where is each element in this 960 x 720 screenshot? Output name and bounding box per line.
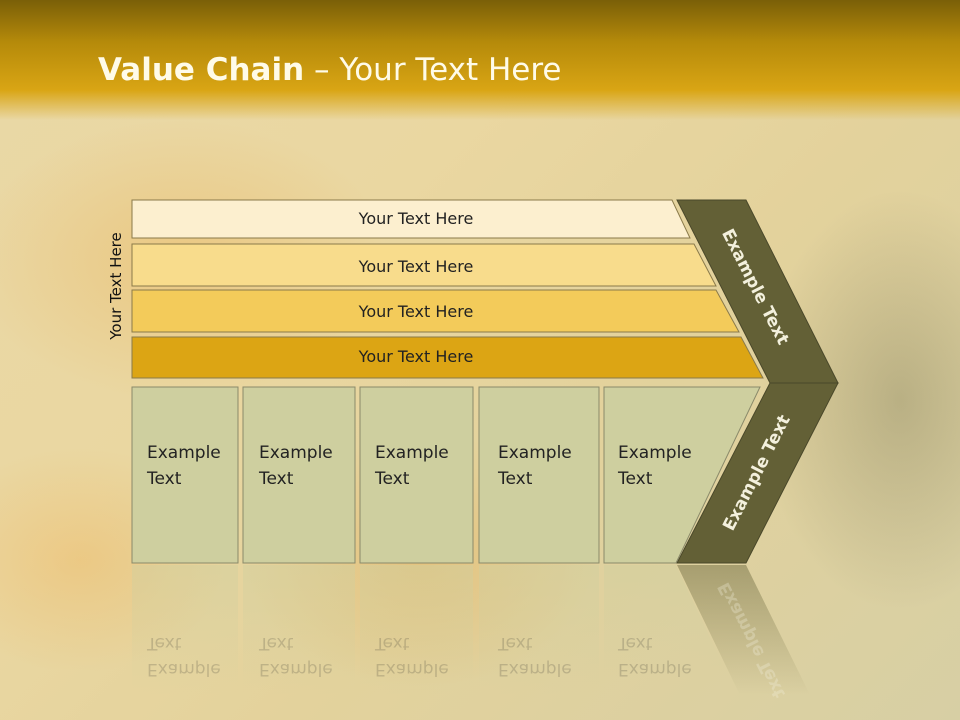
column-2-text-reflection: Example Text: [259, 630, 333, 682]
bar-3-label: Your Text Here: [358, 302, 474, 321]
column-3-line2: Text: [375, 469, 410, 489]
bar-2: [131, 243, 717, 287]
column-2-refl-line2: Text: [259, 633, 294, 653]
column-5-reflection: [604, 565, 730, 680]
column-1-text-reflection: Example Text: [147, 630, 221, 682]
title-bold: Value Chain: [98, 52, 305, 88]
column-3-line1: Example: [375, 443, 449, 463]
column-2: [242, 386, 356, 564]
column-2-line2: Text: [259, 469, 294, 489]
column-1: [131, 386, 239, 564]
bar-1-label: Your Text Here: [358, 209, 474, 228]
column-5-refl-line1: Example: [618, 659, 692, 679]
column-1-reflection: [132, 565, 238, 695]
bar-4-label: Your Text Here: [358, 347, 474, 366]
bar-1: [131, 199, 691, 239]
column-5-line2: Text: [618, 469, 653, 489]
column-3: [359, 386, 474, 564]
column-1-refl-line2: Text: [147, 633, 182, 653]
chevron-lower: [676, 382, 839, 564]
bar-2-label: Your Text Here: [358, 257, 474, 276]
column-3-refl-line2: Text: [375, 633, 410, 653]
column-4-refl-line2: Text: [498, 633, 533, 653]
header-band: [0, 0, 960, 120]
title-rest: – Your Text Here: [304, 52, 562, 88]
column-5: [603, 386, 761, 564]
column-3-reflection: [360, 565, 473, 695]
column-4-line1: Example: [498, 443, 572, 463]
column-5-line1: Example: [618, 443, 692, 463]
column-1-line1: Example: [147, 443, 221, 463]
bar-4: [131, 336, 764, 379]
column-5-text-reflection: Example Text: [618, 630, 692, 682]
page-title: Value Chain – Your Text Here: [98, 52, 561, 88]
column-2-refl-line1: Example: [259, 659, 333, 679]
column-2-line1: Example: [259, 443, 333, 463]
column-4-refl-line1: Example: [498, 659, 572, 679]
column-4-text-reflection: Example Text: [498, 630, 572, 682]
column-4-reflection: [479, 565, 599, 695]
column-1-refl-line1: Example: [147, 659, 221, 679]
column-3-refl-line1: Example: [375, 659, 449, 679]
column-2-reflection: [243, 565, 355, 695]
column-4-line2: Text: [498, 469, 533, 489]
bar-3: [131, 289, 740, 333]
chevron-reflection: [677, 565, 810, 695]
column-3-text-reflection: Example Text: [375, 630, 449, 682]
column-1-line2: Text: [147, 469, 182, 489]
column-5-refl-line2: Text: [618, 633, 653, 653]
column-4: [478, 386, 600, 564]
